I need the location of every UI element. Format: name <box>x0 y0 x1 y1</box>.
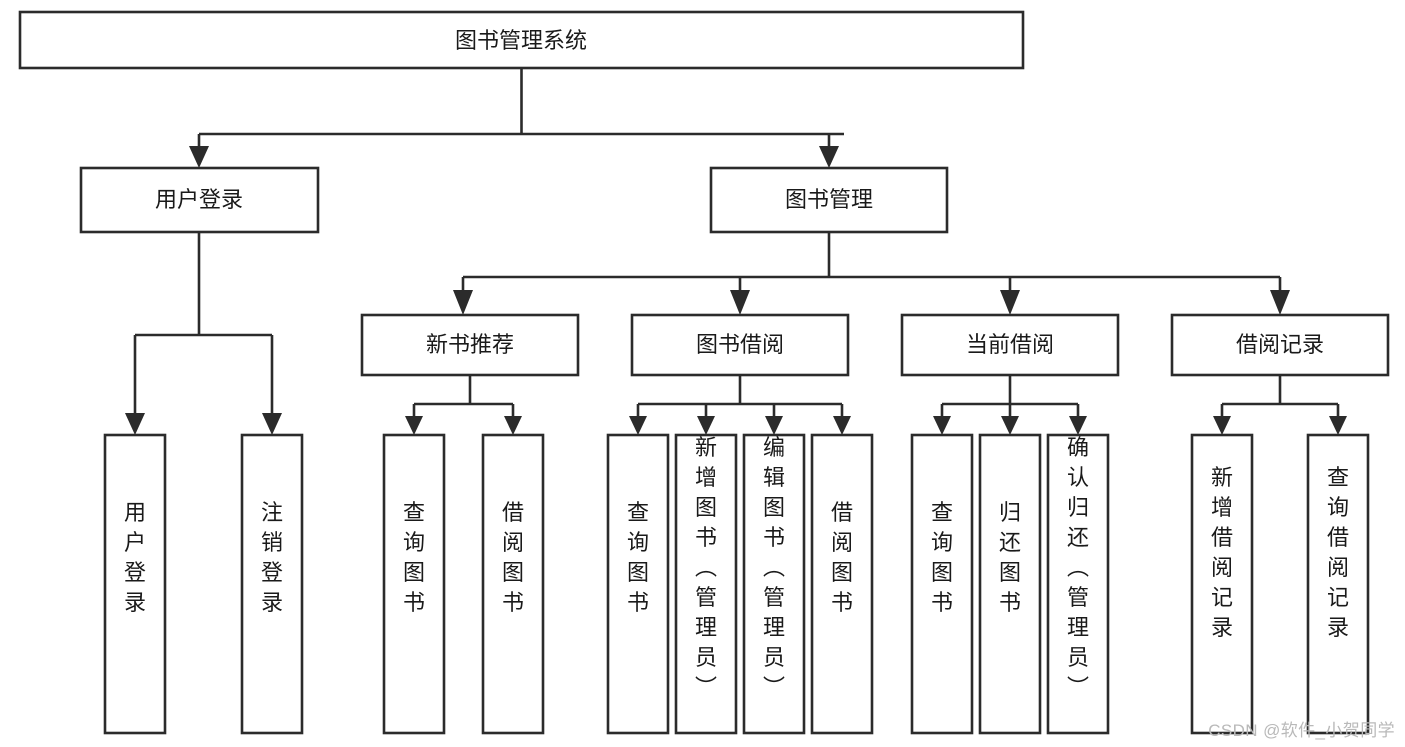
leaf-node-edit-book-label: 编辑图书︵管理员︶ <box>763 435 785 700</box>
leaf-node-edit-book-box <box>742 433 806 735</box>
node-root[interactable]: 图书管理系统 <box>18 10 1025 70</box>
node-current-borrow-box <box>900 313 1120 377</box>
leaf-node-query-record-label: 查询借阅记录 <box>1327 465 1349 640</box>
node-new-book-recommend-label: 新书推荐 <box>426 332 514 357</box>
arrow-icon-to-leaf-query-record <box>1329 416 1347 435</box>
node-borrow-record-box <box>1170 313 1390 377</box>
leaf-node-query-book-2-label: 查询图书 <box>627 500 649 615</box>
arrow-icon-to-book-borrow <box>730 290 750 315</box>
leaf-node-query-book-3[interactable]: 查询图书 <box>910 433 974 735</box>
leaf-node-query-book-1-label: 查询图书 <box>403 500 425 615</box>
arrow-icon-to-leaf-user-login <box>125 413 145 435</box>
leaf-node-query-record[interactable]: 查询借阅记录 <box>1306 433 1370 735</box>
arrow-icon-to-leaf-add-record <box>1213 416 1231 435</box>
leaf-node-borrow-book-1-label: 借阅图书 <box>502 500 524 615</box>
leaf-node-borrow-book-2-label: 借阅图书 <box>831 500 853 615</box>
leaf-node-return-book[interactable]: 归还图书 <box>978 433 1042 735</box>
leaf-node-logout-login-box <box>240 433 304 735</box>
leaf-node-borrow-book-1-box <box>481 433 545 735</box>
arrow-icon-to-current-borrow <box>1000 290 1020 315</box>
leaf-node-query-book-2-box <box>606 433 670 735</box>
arrow-icon-to-borrow-record <box>1270 290 1290 315</box>
leaf-node-borrow-book-1[interactable]: 借阅图书 <box>481 433 545 735</box>
node-new-book-recommend[interactable]: 新书推荐 <box>360 313 580 377</box>
node-book-management-box <box>709 166 949 234</box>
leaf-node-query-record-box <box>1306 433 1370 735</box>
leaf-node-user-login[interactable]: 用户登录 <box>103 433 167 735</box>
node-book-borrow[interactable]: 图书借阅 <box>630 313 850 377</box>
leaf-node-return-book-box <box>978 433 1042 735</box>
leaf-node-confirm-return-label: 确认归还︵管理员︶ <box>1067 435 1089 700</box>
arrow-icon-to-user-login <box>189 146 209 168</box>
arrow-icon-to-new-book-recommend <box>453 290 473 315</box>
arrowhead-group <box>125 146 1347 435</box>
arrow-icon-to-book-management <box>819 146 839 168</box>
node-user-login-label: 用户登录 <box>155 187 243 212</box>
arrow-icon-to-leaf-confirm-return <box>1069 416 1087 435</box>
leaf-node-query-book-2[interactable]: 查询图书 <box>606 433 670 735</box>
leaf-node-add-book-box <box>674 433 738 735</box>
csdn-watermark: CSDN @软件_小贺同学 <box>1208 721 1395 740</box>
node-book-borrow-label: 图书借阅 <box>696 332 784 357</box>
node-root-label: 图书管理系统 <box>455 28 587 53</box>
node-user-login-box <box>79 166 320 234</box>
node-borrow-record[interactable]: 借阅记录 <box>1170 313 1390 377</box>
leaf-node-query-book-1-box <box>382 433 446 735</box>
node-new-book-recommend-box <box>360 313 580 377</box>
arrow-icon-to-leaf-query-book-1 <box>405 416 423 435</box>
leaf-node-user-login-box <box>103 433 167 735</box>
leaf-node-borrow-book-2-box <box>810 433 874 735</box>
leaf-node-add-record-box <box>1190 433 1254 735</box>
leaf-node-return-book-label: 归还图书 <box>999 500 1021 615</box>
leaf-node-add-book-label: 新增图书︵管理员︶ <box>695 435 717 700</box>
leaf-node-query-book-3-label: 查询图书 <box>931 500 953 615</box>
leaf-node-add-record-label: 新增借阅记录 <box>1211 465 1233 640</box>
node-current-borrow-label: 当前借阅 <box>966 332 1054 357</box>
arrow-icon-to-leaf-add-book <box>697 416 715 435</box>
leaf-node-add-book[interactable]: 新增图书︵管理员︶ <box>674 433 738 735</box>
arrow-icon-to-leaf-borrow-book-2 <box>833 416 851 435</box>
leaf-node-logout-login[interactable]: 注销登录 <box>240 433 304 735</box>
node-borrow-record-label: 借阅记录 <box>1236 332 1324 357</box>
arrow-icon-to-leaf-borrow-book-1 <box>504 416 522 435</box>
arrow-icon-to-leaf-edit-book <box>765 416 783 435</box>
node-book-management-label: 图书管理 <box>785 187 873 212</box>
arrow-icon-to-leaf-query-book-3 <box>933 416 951 435</box>
arrow-icon-to-leaf-return-book <box>1001 416 1019 435</box>
connector-group <box>133 68 1340 418</box>
arrow-icon-to-leaf-query-book-2 <box>629 416 647 435</box>
leaf-node-borrow-book-2[interactable]: 借阅图书 <box>810 433 874 735</box>
node-current-borrow[interactable]: 当前借阅 <box>900 313 1120 377</box>
leaf-node-confirm-return[interactable]: 确认归还︵管理员︶ <box>1046 433 1110 735</box>
leaf-node-confirm-return-box <box>1046 433 1110 735</box>
leaf-node-edit-book[interactable]: 编辑图书︵管理员︶ <box>742 433 806 735</box>
node-book-management[interactable]: 图书管理 <box>709 166 949 234</box>
arrow-icon-to-leaf-logout-login <box>262 413 282 435</box>
node-user-login[interactable]: 用户登录 <box>79 166 320 234</box>
node-book-borrow-box <box>630 313 850 377</box>
leaf-node-query-book-1[interactable]: 查询图书 <box>382 433 446 735</box>
leaf-node-query-book-3-box <box>910 433 974 735</box>
node-root-box <box>18 10 1025 70</box>
leaf-node-user-login-label: 用户登录 <box>124 500 146 615</box>
leaf-node-logout-login-label: 注销登录 <box>261 500 283 615</box>
leaf-node-add-record[interactable]: 新增借阅记录 <box>1190 433 1254 735</box>
